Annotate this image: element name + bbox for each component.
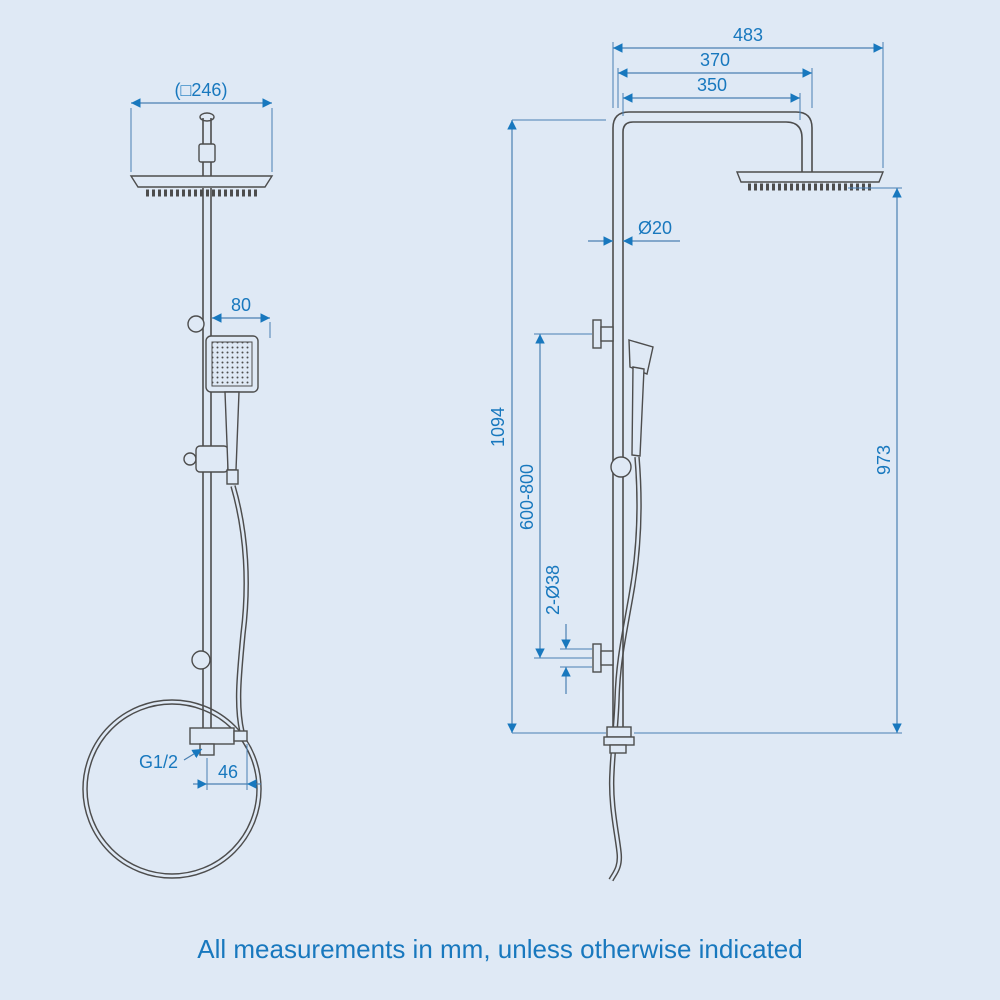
dim-pipe-diameter-label: Ø20 [638,218,672,238]
dim-inlet-thread-label: G1/2 [139,752,178,772]
handset-spray-face [211,341,253,387]
head-connector-fitting [198,143,216,163]
slider-clamp [183,445,229,473]
handset-handle [224,391,240,471]
lower-wall-bracket [592,643,614,673]
upper-wall-bracket [592,319,614,349]
handheld-shower [205,335,259,485]
front-view-dimensions: (□246) 80 G1/2 46 [130,80,273,790]
hose-loop [82,699,262,879]
dim-head-drop-height-label: 973 [874,445,894,475]
dim-bracket-range-label: 600-800 [517,464,537,530]
side-view: 483 370 350 Ø20 [488,25,902,882]
pipe-top-cap [199,112,215,122]
lower-retainer-ring [191,650,211,670]
dim-handset-offset-label: 80 [231,295,251,315]
dim-bracket-diameter: 2-Ø38 [543,565,592,694]
side-view-dimensions: 483 370 350 Ø20 [488,25,902,734]
dim-arm-width-label: 370 [700,50,730,70]
dim-overall-width: 483 [612,25,884,168]
caption-text: All measurements in mm, unless otherwise… [197,934,802,964]
tee-hose-outlet [233,730,248,742]
dim-overall-height-label: 1094 [488,407,508,447]
dim-arm-width: 370 [617,50,813,108]
side-handset-head [628,339,654,375]
dim-arm-inner-width: 350 [622,75,801,120]
side-hose [608,456,642,882]
side-handset-handle [631,366,645,457]
riser-pipe [198,112,216,728]
side-view-drawing [592,111,885,882]
side-bottom-fitting [603,726,635,754]
dim-handset-offset: 80 [212,295,271,338]
dim-bracket-range: 600-800 [517,333,592,659]
dim-pipe-diameter: Ø20 [588,218,680,246]
dim-head-drop-height: 973 [848,187,902,733]
handset-hose-connector [226,469,239,485]
dim-outlet-offset: 46 [193,744,261,790]
dim-bracket-diameter-label: 2-Ø38 [543,565,563,615]
side-riser-pipe [612,111,813,733]
dim-head-width: (□246) [130,80,273,172]
rain-shower-head [129,175,274,197]
dim-inlet-thread: G1/2 [139,748,203,772]
dim-overall-height: 1094 [488,119,902,734]
dim-arm-inner-width-label: 350 [697,75,727,95]
side-slider-knob [610,456,632,478]
front-view-drawing [82,112,274,879]
upper-slider-knob [187,315,205,333]
side-rain-head [735,171,885,191]
diverter-tee [189,727,248,756]
front-view: (□246) 80 G1/2 46 [82,80,274,879]
handset-hose [230,485,249,733]
side-handheld-shower [628,339,654,457]
dim-outlet-offset-label: 46 [218,762,238,782]
dim-head-width-label: (□246) [175,80,228,100]
dim-overall-width-label: 483 [733,25,763,45]
